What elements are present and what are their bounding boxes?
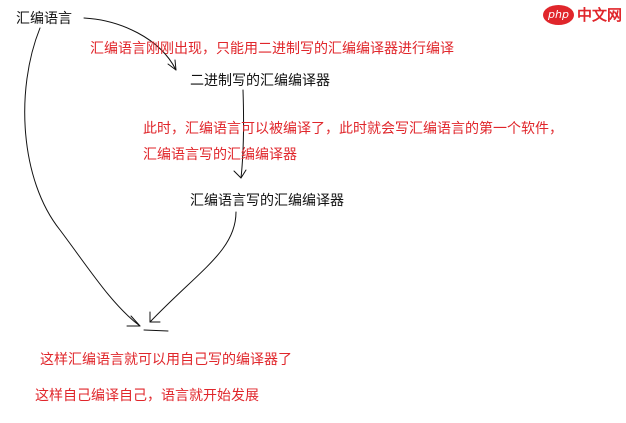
node-assembly-written-compiler: 汇编语言写的汇编编译器 — [190, 193, 344, 209]
arrow-asm-to-result — [24, 27, 141, 327]
annotation-fourth-stage: 这样自己编译自己，语言就开始发展 — [35, 388, 259, 404]
node-binary-written-compiler: 二进制写的汇编编译器 — [190, 73, 330, 89]
annotation-first-stage: 汇编语言刚刚出现，只能用二进制写的汇编编译器进行编译 — [90, 41, 454, 57]
annotation-second-stage-line1: 此时，汇编语言可以被编译了，此时就会写汇编语言的第一个软件， — [143, 121, 563, 137]
arrowhead-binary — [167, 59, 177, 71]
arrow-binary-to-asmcompiler — [240, 89, 245, 179]
arrowhead-result-left — [126, 315, 141, 327]
annotation-second-stage-line2: 汇编语言写的汇编编译器 — [143, 147, 297, 163]
arrowhead-result-right — [149, 311, 161, 323]
watermark-logo: php 中文网 — [543, 4, 623, 26]
arrowhead-asmcompiler — [233, 169, 247, 179]
arrow-asmcompiler-to-result — [149, 211, 237, 323]
annotation-third-stage: 这样汇编语言就可以用自己写的编译器了 — [40, 352, 292, 368]
node-assembly-language: 汇编语言 — [16, 11, 72, 27]
php-badge-icon: php — [543, 5, 574, 25]
arrow-asm-to-binary — [83, 17, 177, 71]
watermark-text: 中文网 — [577, 6, 623, 24]
arrow-tail-stub — [143, 329, 169, 332]
